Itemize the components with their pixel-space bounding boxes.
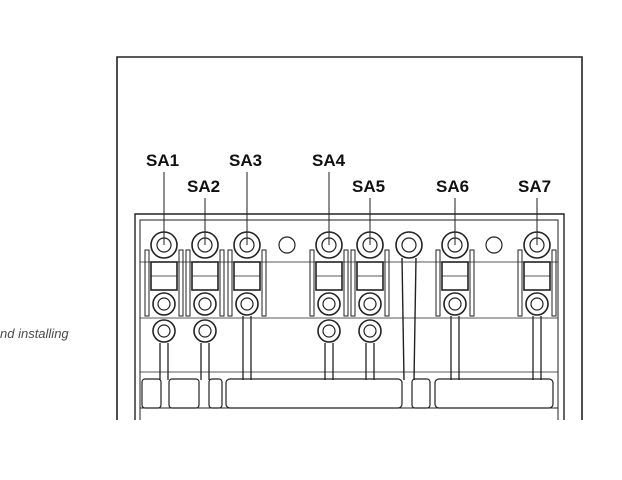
fuse-label-6: SA6 — [436, 177, 469, 196]
fuse-terminal-6 — [435, 198, 475, 380]
fuse-label-1: SA1 — [146, 151, 179, 170]
fuse-label-2: SA2 — [187, 177, 220, 196]
side-caption: nd installing — [0, 326, 69, 341]
fuse-label-4: SA4 — [312, 151, 346, 170]
mounting-hole — [278, 236, 296, 254]
fuse-group — [144, 172, 557, 380]
lower-connector-slots — [141, 378, 554, 409]
fuse-terminal-1 — [144, 172, 184, 380]
fuse-label-5: SA5 — [352, 177, 385, 196]
fuse-terminal-3 — [227, 172, 267, 380]
fuse-terminal-7 — [517, 198, 557, 380]
fuse-terminal-4 — [309, 172, 349, 380]
fuse-terminal-5 — [350, 198, 390, 380]
fuse-terminal-2 — [185, 198, 225, 380]
fuse-label-7: SA7 — [518, 177, 551, 196]
mounting-hole — [485, 236, 503, 254]
fuse-label-3: SA3 — [229, 151, 262, 170]
bus-stud — [395, 231, 423, 381]
diagram-frame — [116, 56, 583, 420]
fuse-block-housing — [134, 213, 565, 420]
